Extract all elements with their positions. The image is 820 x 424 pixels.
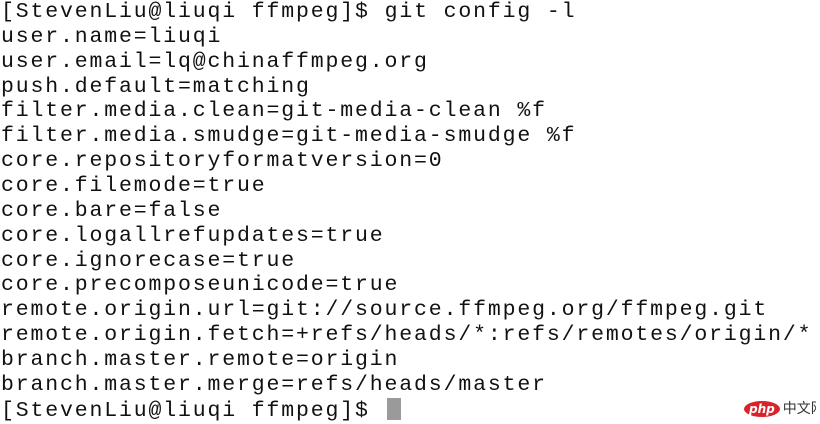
watermark-text: 中文网 xyxy=(782,401,816,417)
output-line: core.precomposeunicode=true xyxy=(1,273,400,298)
output-line: core.logallrefupdates=true xyxy=(1,223,385,248)
output-line: filter.media.smudge=git-media-smudge %f xyxy=(1,124,577,149)
cursor xyxy=(386,397,401,420)
command: git config -l xyxy=(384,0,577,24)
output-line: core.repositoryformatversion=0 xyxy=(1,149,444,174)
output-line: core.bare=false xyxy=(1,198,223,223)
prompt: [StevenLiu@liuqi ffmpeg]$ xyxy=(1,398,385,423)
output-line: user.name=liuqi xyxy=(1,24,223,49)
output-line: branch.master.merge=refs/heads/master xyxy=(1,372,547,397)
prompt: [StevenLiu@liuqi ffmpeg]$ xyxy=(1,0,385,24)
output-line: branch.master.remote=origin xyxy=(1,347,400,372)
watermark: php 中文网 xyxy=(744,398,816,420)
php-logo: php xyxy=(744,401,780,417)
output-line: core.filemode=true xyxy=(1,173,267,198)
output-line: remote.origin.url=git://source.ffmpeg.or… xyxy=(1,298,769,323)
command-line: [StevenLiu@liuqi ffmpeg]$ git config -l xyxy=(1,0,576,25)
output-line: user.email=lq@chinaffmpeg.org xyxy=(1,49,429,74)
output-line: push.default=matching xyxy=(1,74,311,99)
output-line: core.ignorecase=true xyxy=(1,248,297,273)
output-line: filter.media.clean=git-media-clean %f xyxy=(1,99,547,124)
output-line: remote.origin.fetch=+refs/heads/*:refs/r… xyxy=(1,323,813,348)
current-prompt-line[interactable]: [StevenLiu@liuqi ffmpeg]$ xyxy=(1,397,401,423)
